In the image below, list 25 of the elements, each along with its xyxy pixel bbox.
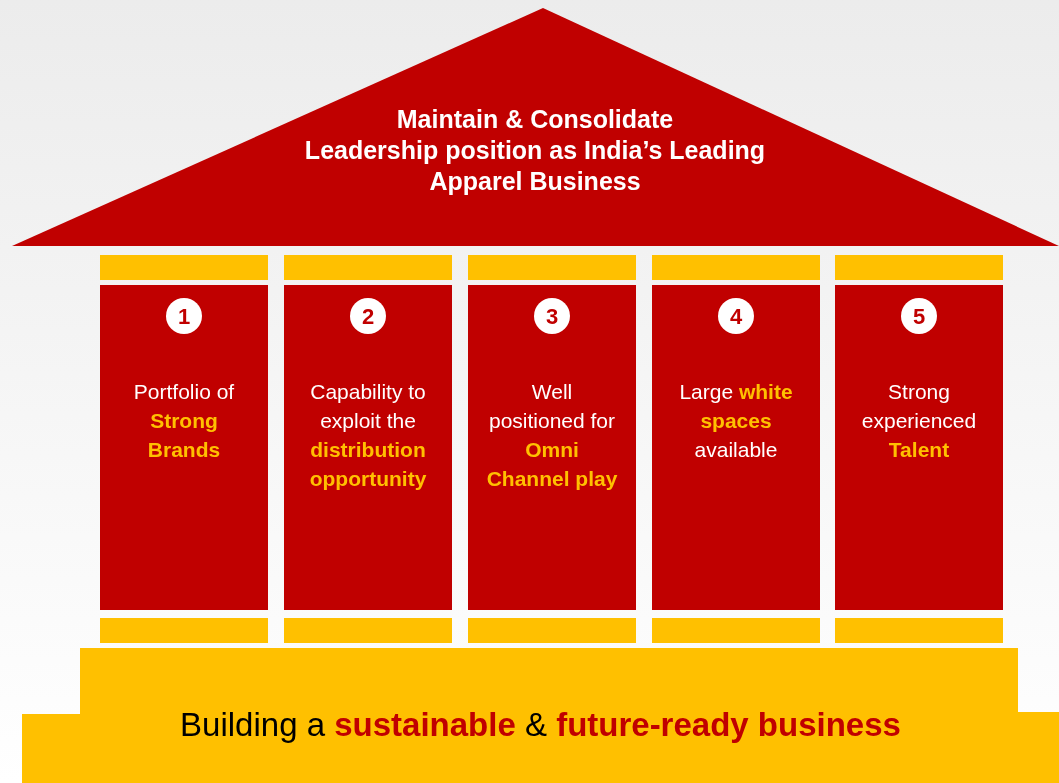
pillar-text: Large white spaces available [678,379,794,463]
pillar-base [835,618,1003,643]
roof-heading: Maintain & Consolidate [396,104,674,135]
pillar-base [468,618,636,643]
pillar-base [284,618,452,643]
roof-triangle [12,8,1059,246]
pillar-capital [100,255,268,280]
pillar [652,285,820,610]
roof-heading: Leadership position as India’s Leading Apparel Business [303,135,767,197]
pillar-capital [284,255,452,280]
pillar [468,285,636,610]
pillar-base [100,618,268,643]
pillar-text: Well positioned for Omni Channel play [485,379,619,492]
foundation-block [22,648,1059,783]
pillar-capital [652,255,820,280]
pillar-text: Strong experienced Talent [860,379,978,463]
pillar [100,285,268,610]
pillar [284,285,452,610]
pillar-text: Capability to exploit the distribution opportunity [308,379,428,492]
pillar-capital [835,255,1003,280]
foundation-text: Building a sustainable & future-ready business [180,706,901,743]
pillar-capital [468,255,636,280]
pillar-base [652,618,820,643]
pillar-text: Portfolio of Strong Brands [132,379,236,463]
pillar [835,285,1003,610]
